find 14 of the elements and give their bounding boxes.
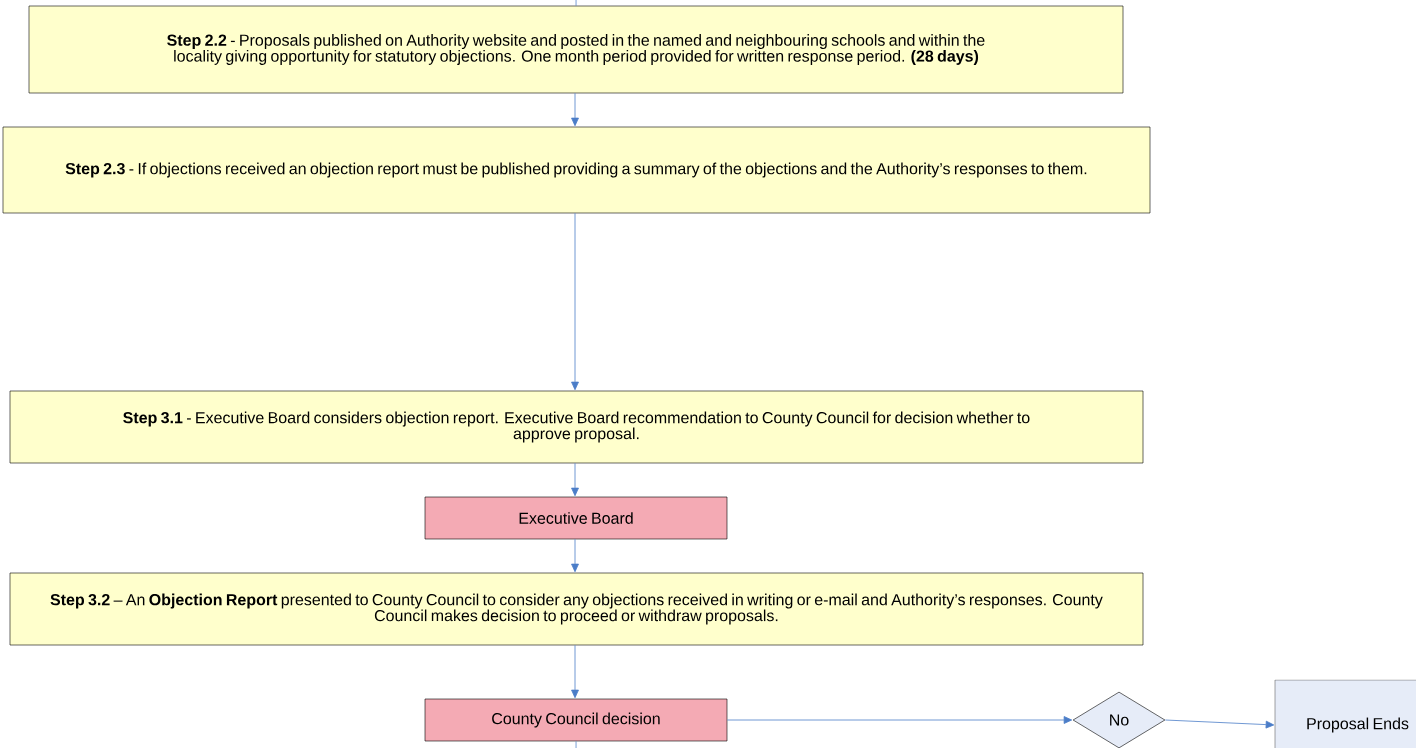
- decision-box: County Council decision: [424, 698, 728, 742]
- step-box: Step 2.2 - Proposals published on Authority website and posted in the named and neighbouring schools and within the locality giving opportunity for statutory objections. One month period provided for written response period. (28 days): [28, 5, 1124, 94]
- arrow: [571, 212, 579, 391]
- step-box: Step 3.2 – An Objection Report presented to County Council to consider any objections received in writing or e-mail and Authority’s responses. County Council makes decision to proceed or withdraw proposals.: [9, 572, 1144, 646]
- step-box: Step 2.3 - If objections received an objection report must be published providing a summary of the objections and the Authority’s responses to them.: [2, 126, 1151, 214]
- arrow: [1164, 719, 1275, 729]
- decision-box: Executive Board: [424, 496, 728, 540]
- arrow: [571, 644, 579, 699]
- end-box: Proposal Ends: [1274, 679, 1416, 748]
- arrow: [571, 92, 579, 127]
- arrow: [571, 538, 579, 573]
- arrow: [571, 462, 579, 497]
- arrow: [726, 716, 1073, 724]
- step-box: Step 3.1 - Executive Board considers objection report. Executive Board recommendation to County Council for decision whether to approve proposal.: [9, 390, 1144, 464]
